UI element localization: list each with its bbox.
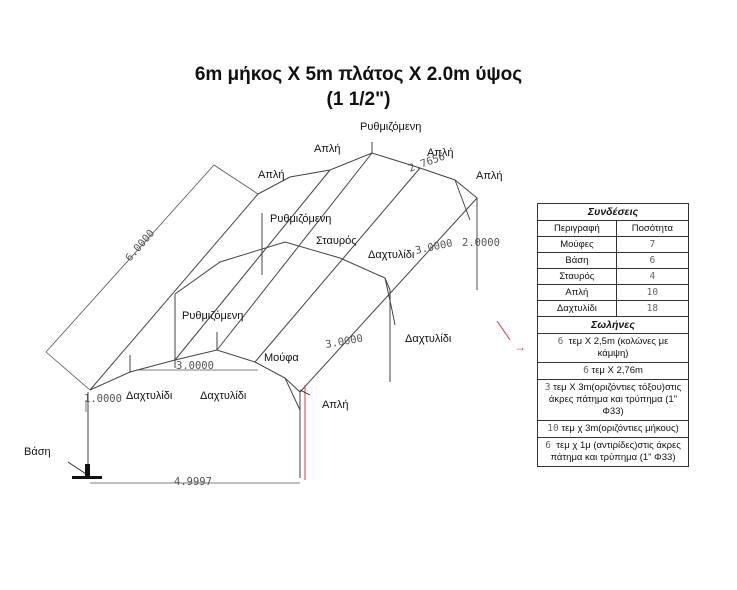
ridge-beam [216, 152, 373, 351]
connections-header: Συνδέσεις [537, 203, 689, 221]
label-vasi: Βάση [24, 446, 51, 458]
back-brace [454, 179, 471, 221]
middle-arch [174, 241, 391, 295]
middle-brace [384, 277, 393, 311]
dim-front-width: 3.0000 [176, 360, 214, 372]
front-right-brace [284, 377, 301, 411]
leader-vasi [67, 461, 87, 475]
pipe-row: 6 τεμ Χ 2,76m [537, 362, 689, 380]
pipe-row: 6 τεμ χ 1μ (αντιρίδες)στις άκρες πάτημα … [537, 437, 689, 467]
dim-side-top: 3.0000 [414, 237, 454, 257]
pipe-row: 3 τεμ Χ 3m(οριζόντιες τόξου)στις άκρες π… [537, 379, 689, 421]
right-mid-purlin [254, 167, 421, 363]
col-description: Περιγραφή [537, 220, 617, 237]
red-arrow-icon: → [514, 340, 526, 354]
accent-lines [304, 320, 511, 480]
red-guide-arrow [496, 320, 511, 341]
label-daktylidi-1: Δαχτυλίδι [368, 249, 415, 261]
dim-side-bottom: 3.0000 [324, 333, 363, 351]
label-apli-2: Απλή [427, 147, 454, 159]
label-daktylidi-4: Δαχτυλίδι [200, 390, 247, 402]
dimension-lines [45, 164, 478, 484]
leader-apli-front [299, 389, 311, 396]
label-rythm-mid: Ρυθμιζόμενη [270, 213, 331, 225]
label-stavros: Σταυρός [316, 235, 357, 247]
label-daktylidi-2: Δαχτυλίδι [405, 333, 452, 345]
label-apli-3: Απλή [258, 169, 285, 181]
label-rythm-front: Ρυθμιζόμενη [182, 310, 243, 322]
base-foot [72, 464, 102, 479]
label-rythm-top: Ρυθμιζόμενη [360, 121, 421, 133]
label-apli-4: Απλή [476, 170, 503, 182]
title-line-2: (1 1/2") [326, 89, 391, 110]
length-dim-ext-a [45, 351, 91, 391]
leader-lines [67, 309, 396, 475]
left-eave [89, 193, 259, 391]
dim-leg: 1.0000 [84, 393, 122, 405]
pipe-row: 6 τεμ Χ 2,5m (κολώνες με κάμψη) [537, 333, 689, 363]
leader-daktylidi [391, 309, 396, 326]
dim-base-width: 4.9997 [174, 476, 212, 488]
length-dim-ext-b [213, 164, 259, 195]
dim-length: 6.0000 [123, 227, 157, 264]
dim-height: 2.0000 [462, 237, 500, 249]
pipe-row: 10 τεμ χ 3m(οριζόντιες μήκους) [537, 420, 689, 438]
label-moufa: Μούφα [264, 352, 299, 364]
label-apli-1: Απλή [314, 143, 341, 155]
col-quantity: Ποσότητα [615, 220, 690, 237]
length-dim-line [45, 164, 215, 353]
label-daktylidi-3: Δαχτυλίδι [126, 390, 173, 402]
label-apli-front: Απλή [322, 399, 349, 411]
pipes-header: Σωλήνες [537, 316, 689, 334]
frame-lines [87, 142, 478, 478]
left-mid-purlin [174, 169, 331, 361]
title-line-1: 6m μήκος Χ 5m πλάτος Χ 2.0m ύψος [194, 64, 523, 85]
